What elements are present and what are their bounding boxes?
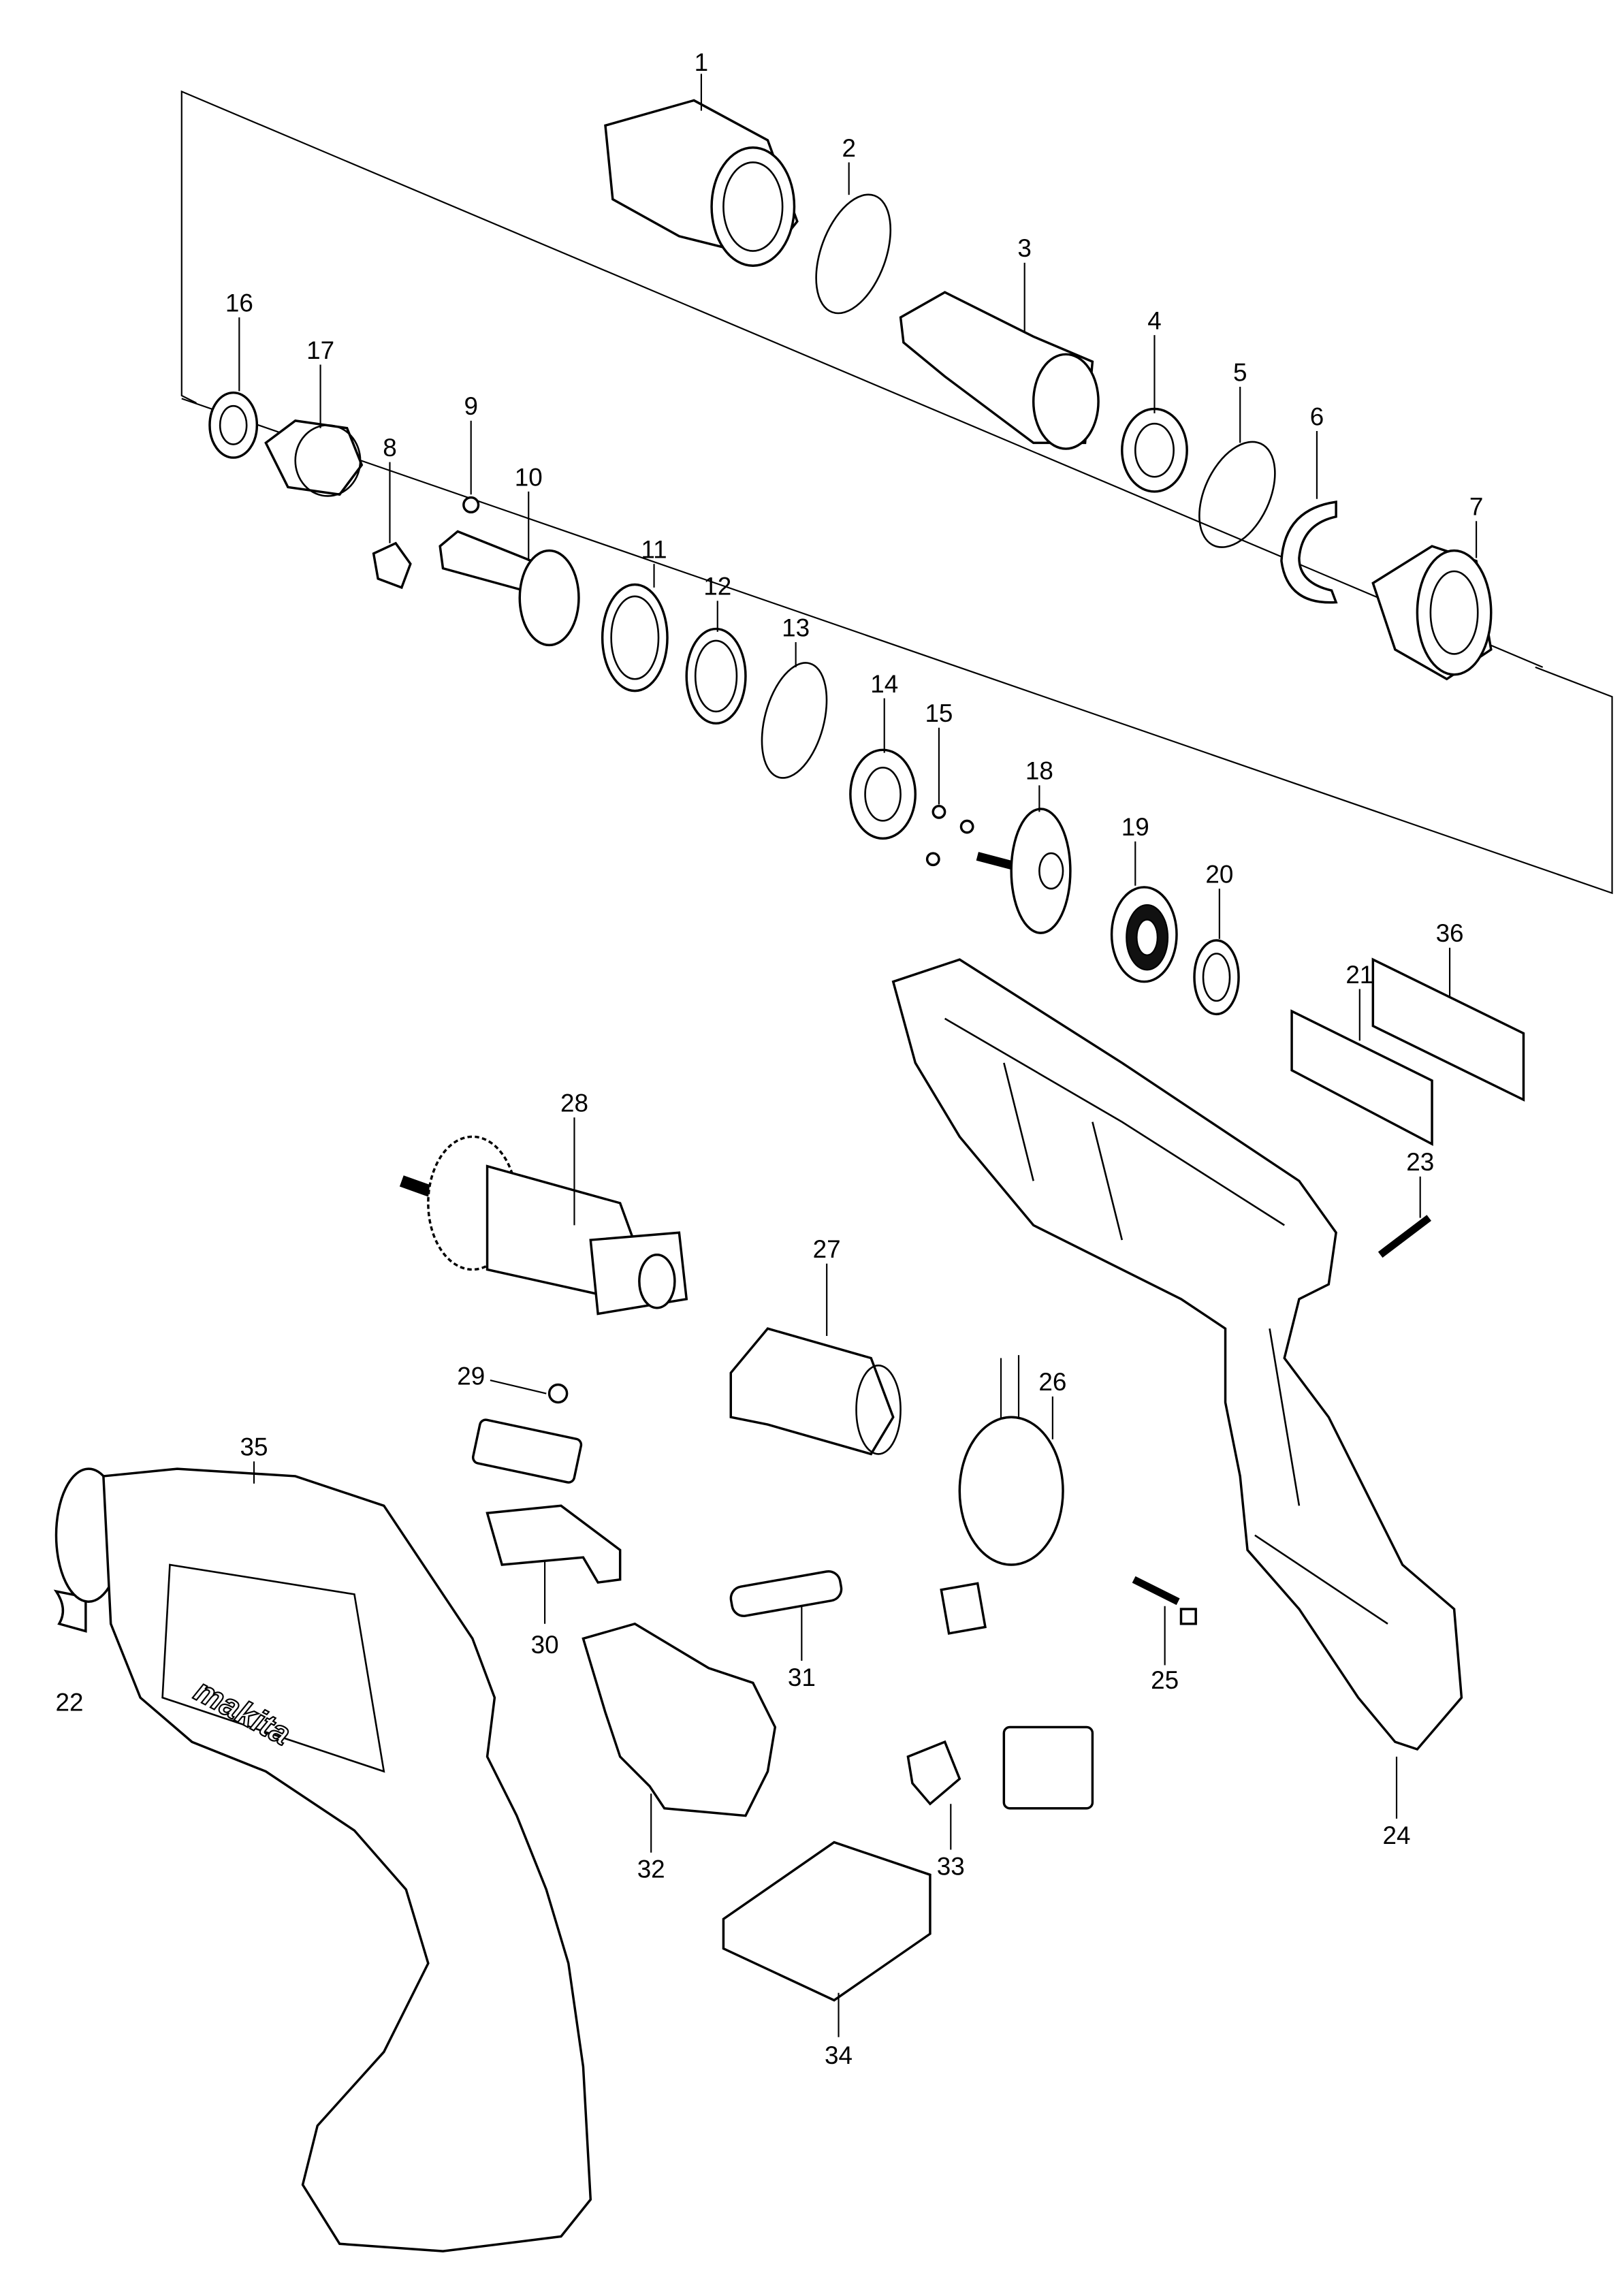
- label-27: 27: [813, 1235, 841, 1263]
- label-4: 4: [1147, 306, 1162, 334]
- label-7: 7: [1469, 493, 1484, 521]
- part-20-flat-washer: [1193, 939, 1240, 1016]
- label-2: 2: [842, 134, 856, 162]
- part-32-switch: [582, 1622, 777, 1853]
- part-17-stopper: [264, 364, 364, 497]
- label-31: 31: [788, 1663, 816, 1691]
- part-6-clip: [1280, 500, 1338, 604]
- label-9: 9: [464, 392, 478, 420]
- label-19: 19: [1121, 813, 1149, 841]
- part-number-labels: 1 2 3 4 5 6 7 8 9 10 11 12 13 14 15 16 1…: [56, 48, 1484, 2069]
- label-13: 13: [782, 614, 810, 641]
- part-22-cap: [53, 1589, 87, 1633]
- label-21: 21: [1346, 961, 1373, 989]
- part-27-magnet-yoke: [729, 1263, 902, 1456]
- part-34-terminal-holder: [722, 1841, 932, 2037]
- label-14: 14: [870, 670, 898, 698]
- label-34: 34: [825, 2041, 853, 2069]
- label-16: 16: [225, 289, 253, 317]
- part-10-spindle: [439, 491, 580, 647]
- label-32: 32: [637, 1855, 665, 1883]
- part-5-snap-ring: [1198, 441, 1276, 548]
- label-15: 15: [925, 699, 953, 727]
- part-18-spur-gear: [976, 785, 1072, 934]
- label-35: 35: [240, 1433, 268, 1461]
- label-23: 23: [1406, 1148, 1434, 1176]
- label-29: 29: [457, 1363, 485, 1390]
- part-21-name-plate: [1290, 1009, 1433, 1147]
- part-9-steel-ball: [462, 496, 480, 514]
- label-12: 12: [703, 573, 731, 601]
- part-7-adjusting-ring: [1371, 521, 1493, 681]
- part-24-housing-set: [891, 958, 1463, 1819]
- label-5: 5: [1233, 358, 1247, 386]
- part-26-brush-holder: [940, 1355, 1064, 1635]
- part-36-label: [1371, 957, 1525, 1102]
- label-20: 20: [1205, 860, 1233, 888]
- label-33: 33: [937, 1852, 965, 1880]
- part-35-housing-set: makita: [54, 1461, 592, 2252]
- label-6: 6: [1310, 402, 1324, 430]
- label-30: 30: [531, 1631, 559, 1659]
- label-17: 17: [306, 336, 334, 364]
- part-16-seal: [208, 391, 259, 459]
- label-3: 3: [1017, 234, 1032, 262]
- part-25-pin: [1132, 1576, 1197, 1666]
- assembly-bracket-frame: [180, 90, 1544, 668]
- label-26: 26: [1038, 1368, 1066, 1396]
- part-29-screw: [490, 1379, 569, 1404]
- label-8: 8: [383, 434, 397, 462]
- part-13-o-ring: [761, 662, 828, 779]
- label-1: 1: [695, 48, 709, 76]
- part-15-steel-balls: [925, 727, 974, 867]
- part-1-sleeve: [604, 74, 799, 267]
- part-28-armature: [399, 1117, 688, 1316]
- label-36: 36: [1436, 919, 1464, 947]
- part-4-ring: [1121, 335, 1188, 493]
- part-31-lever: [729, 1570, 843, 1661]
- part-23-tapping-screw: [1378, 1176, 1431, 1258]
- part-8-sleeve: [372, 541, 412, 590]
- label-22: 22: [56, 1689, 84, 1717]
- part-14-clutch-cam: [849, 748, 917, 840]
- label-11: 11: [641, 535, 667, 563]
- label-25: 25: [1151, 1666, 1179, 1694]
- switch-plate: [471, 1418, 583, 1484]
- part-11-ring: [601, 583, 669, 692]
- label-28: 28: [560, 1089, 588, 1117]
- part-30-bracket: [485, 1504, 622, 1624]
- controller-module: [1002, 1725, 1094, 1810]
- assembly-bracket-frame-right: [181, 398, 1613, 895]
- label-24: 24: [1383, 1821, 1411, 1849]
- label-10: 10: [515, 463, 543, 491]
- part-3-spindle-housing: [899, 262, 1100, 450]
- label-18: 18: [1025, 757, 1053, 785]
- part-19-ball-bearing: [1110, 841, 1178, 983]
- part-33-terminal: [906, 1740, 961, 1850]
- part-2-o-ring: [815, 193, 892, 315]
